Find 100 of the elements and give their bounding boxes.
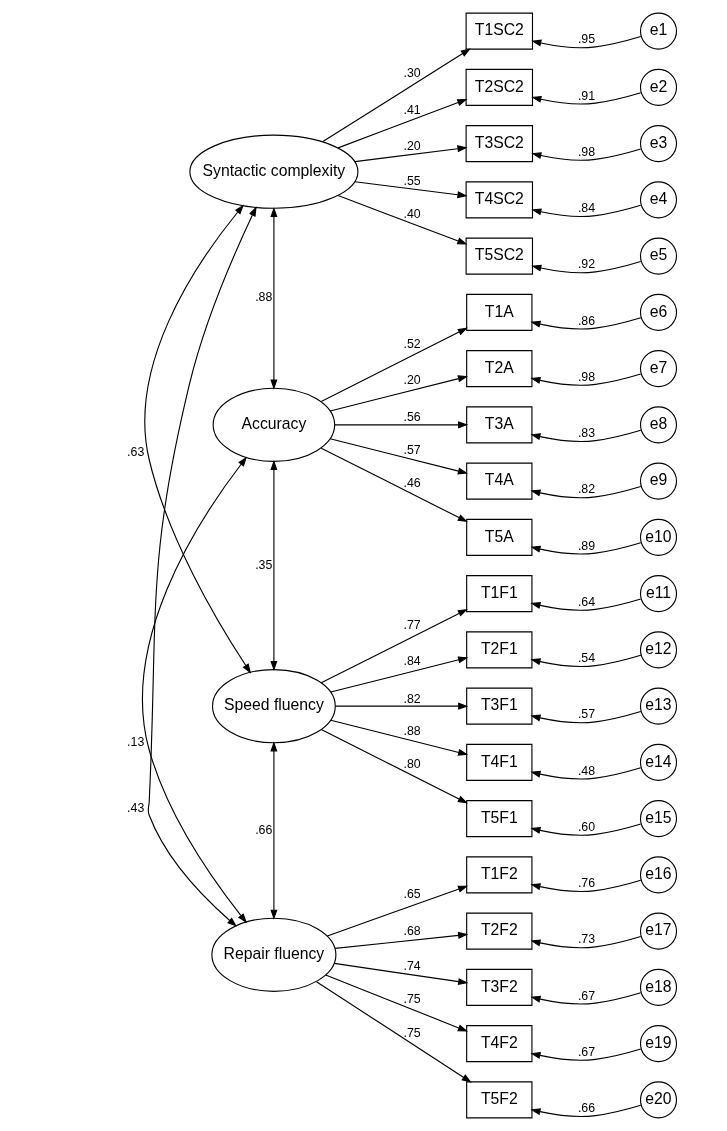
- arrow: [530, 204, 641, 218]
- edge-label: .63: [126, 445, 144, 460]
- node-circle: e17: [639, 912, 677, 950]
- arrow: [353, 181, 468, 199]
- node-box: T1SC2: [465, 12, 533, 50]
- edge-label: .75: [403, 991, 421, 1006]
- arrow: [269, 459, 277, 672]
- arrow: [529, 823, 641, 836]
- edge-label: .88: [403, 724, 421, 739]
- arrow: [315, 981, 472, 1083]
- node-box: T5A: [465, 518, 532, 556]
- arrow: [334, 702, 468, 710]
- node-circle: e2: [639, 68, 677, 106]
- arrow: [529, 767, 641, 780]
- node-box: T5SC2: [465, 237, 533, 275]
- arrow: [529, 879, 641, 893]
- node-box: T2A: [465, 350, 532, 388]
- edge-label: .83: [577, 426, 595, 441]
- arrow: [321, 48, 471, 143]
- edge-label: .55: [403, 174, 421, 189]
- edge-label: .54: [577, 651, 595, 666]
- node-circle: e6: [639, 293, 677, 331]
- edge-label: .20: [403, 139, 421, 154]
- node-box: T3A: [465, 406, 532, 444]
- node-circle: e8: [639, 406, 677, 444]
- node-ellipse: Speed fluency: [211, 669, 336, 744]
- node-circle: e3: [639, 125, 677, 163]
- arrow: [334, 931, 468, 949]
- edge-label: .91: [577, 88, 595, 103]
- arrow: [529, 1104, 641, 1118]
- edge-label: .86: [577, 313, 595, 328]
- arrow: [326, 885, 468, 937]
- node-box: T3SC2: [465, 125, 533, 163]
- edge-label: .82: [577, 482, 595, 497]
- node-box: T5F2: [465, 1081, 532, 1119]
- node-circle: e9: [639, 462, 677, 500]
- arrow: [320, 447, 468, 523]
- node-circle: e14: [639, 743, 677, 781]
- edge-label: .80: [403, 756, 421, 771]
- node-circle: e13: [639, 687, 677, 725]
- node-circle: e10: [639, 518, 677, 556]
- node-box: T3F1: [465, 687, 532, 725]
- edge-label: .84: [577, 201, 595, 216]
- node-box: T2SC2: [465, 68, 533, 106]
- arrow: [329, 375, 468, 412]
- arrow: [530, 148, 641, 161]
- arrow: [353, 145, 468, 163]
- edge-label: .88: [254, 290, 272, 305]
- node-circle: e12: [639, 631, 677, 669]
- node-circle: e19: [639, 1025, 677, 1063]
- node-circle: e1: [639, 12, 677, 50]
- arrow: [337, 98, 467, 149]
- node-box: T3F2: [465, 968, 532, 1006]
- arrow: [529, 936, 641, 949]
- node-circle: e15: [639, 800, 677, 838]
- edge-label: .89: [577, 538, 595, 553]
- edge-label: .82: [403, 691, 421, 706]
- arrow: [333, 962, 468, 986]
- edge-label: .74: [403, 959, 421, 974]
- arrow: [529, 1048, 641, 1061]
- edge-label: .65: [403, 887, 421, 902]
- arrow: [529, 317, 641, 330]
- edge-label: .77: [403, 618, 421, 633]
- node-ellipse: Accuracy: [212, 387, 335, 462]
- edge-label: .35: [254, 557, 272, 572]
- node-circle: e11: [639, 575, 677, 613]
- edge-label: .60: [577, 819, 595, 834]
- edge-label: .30: [403, 66, 421, 80]
- edge-label: .67: [577, 1044, 595, 1059]
- node-ellipse: Syntactic complexity: [188, 134, 358, 209]
- arrow: [324, 974, 468, 1032]
- arrow: [529, 429, 641, 443]
- arrow: [143, 204, 251, 674]
- edge-label: .66: [577, 1101, 595, 1116]
- edge-label: .52: [403, 337, 421, 352]
- edge-label: .43: [126, 800, 144, 815]
- arrow: [320, 728, 468, 804]
- arrow: [320, 608, 468, 684]
- arrow: [530, 35, 641, 49]
- arrow: [320, 327, 468, 403]
- edge-label: .46: [403, 475, 421, 490]
- arrow: [529, 598, 641, 611]
- node-box: T4F1: [465, 743, 532, 781]
- node-box: T4SC2: [465, 181, 533, 219]
- arrow: [529, 992, 641, 1005]
- node-box: T4F2: [465, 1025, 532, 1063]
- arrow: [333, 421, 468, 429]
- edge-label: .48: [577, 763, 595, 778]
- node-circle: e5: [639, 237, 677, 275]
- arrow: [147, 206, 257, 927]
- edge-label: .41: [403, 103, 421, 118]
- edge-label: .66: [254, 822, 272, 837]
- arrow: [530, 92, 641, 105]
- edge-label: .57: [577, 707, 595, 722]
- node-circle: e20: [639, 1081, 677, 1119]
- edge-label: .20: [403, 373, 421, 388]
- node-box: T5F1: [465, 800, 532, 838]
- edge-label: .68: [403, 924, 421, 939]
- arrow: [269, 741, 277, 920]
- node-circle: e7: [639, 350, 677, 388]
